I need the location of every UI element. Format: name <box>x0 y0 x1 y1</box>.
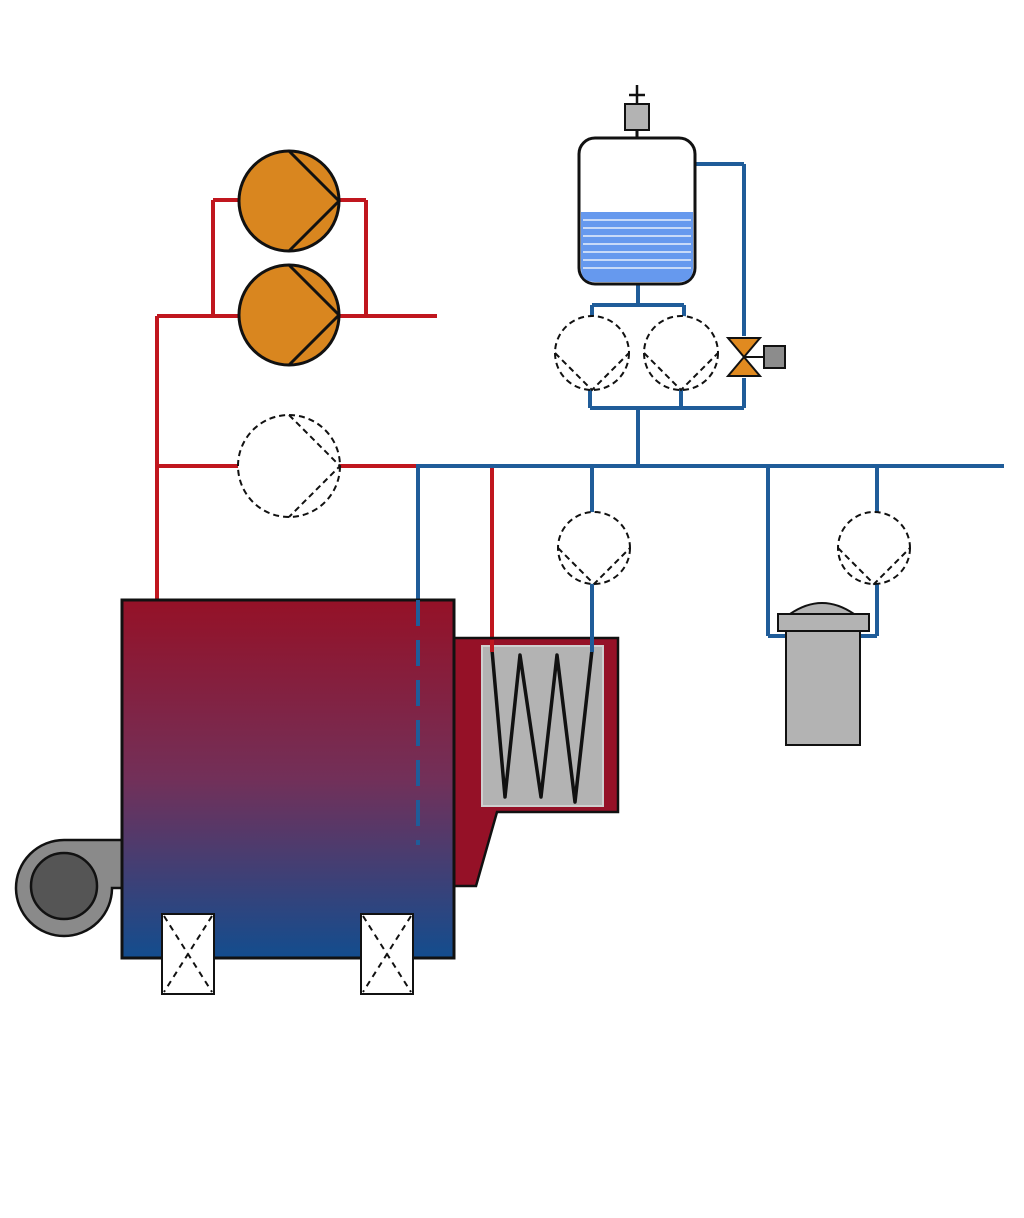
solenoid-valve[interactable] <box>725 337 786 377</box>
boiler[interactable] <box>120 598 456 960</box>
pump-standby-boiler-loop[interactable] <box>237 414 342 518</box>
heat-exchanger[interactable] <box>438 636 620 888</box>
hot-pipes <box>155 198 494 650</box>
expansion-vessel[interactable] <box>577 130 697 286</box>
pump-standby-expansion-left[interactable] <box>554 315 630 392</box>
pump-active-2[interactable] <box>237 263 341 367</box>
boiler-foot-left <box>161 913 215 995</box>
boiler-foot-right <box>360 913 414 995</box>
pump-active-1[interactable] <box>237 149 341 253</box>
pump-standby-heat-exchanger[interactable] <box>557 511 631 586</box>
burner-fan[interactable] <box>14 838 126 938</box>
air-vent[interactable] <box>624 85 650 131</box>
pump-standby-tank[interactable] <box>837 511 911 586</box>
water-tank[interactable] <box>777 602 870 746</box>
pump-standby-expansion-right[interactable] <box>643 315 719 392</box>
